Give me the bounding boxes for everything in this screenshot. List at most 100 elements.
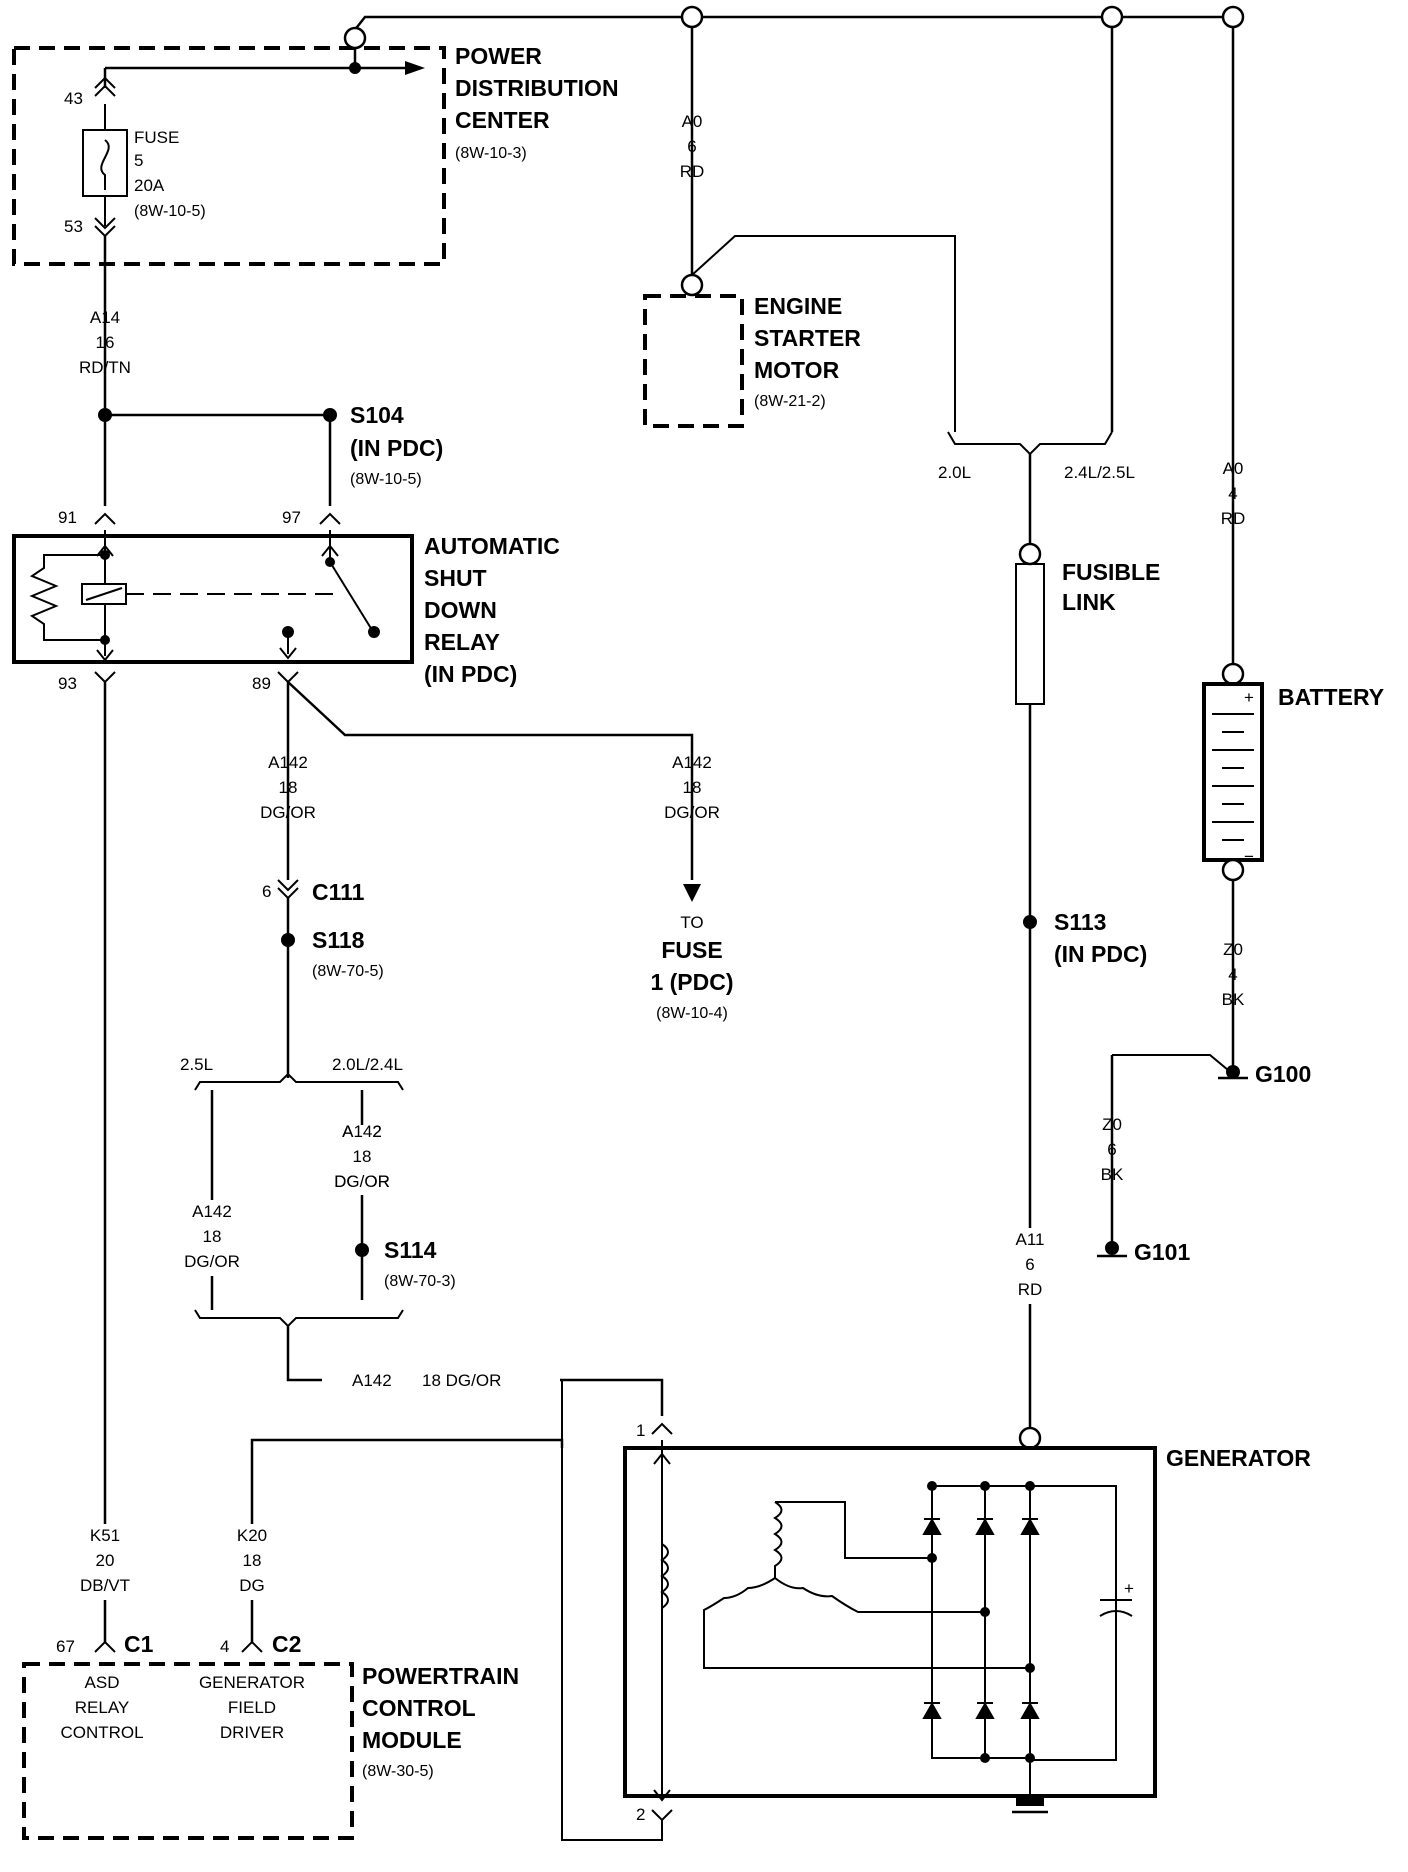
powertrain-control-module: 67 C1 4 C2 ASD RELAY CONTROL GENERATOR F…	[22, 1631, 519, 1840]
battery-label: BATTERY	[1278, 684, 1384, 710]
svg-text:SHUT: SHUT	[424, 565, 487, 591]
svg-text:20A: 20A	[134, 176, 165, 195]
fusible-link	[1015, 563, 1045, 705]
svg-text:89: 89	[252, 674, 271, 693]
svg-text:93: 93	[58, 674, 77, 693]
s104-label: S104	[350, 402, 404, 428]
svg-text:18: 18	[279, 778, 298, 797]
asd-relay-title: AUTOMATIC	[424, 533, 560, 559]
svg-text:DRIVER: DRIVER	[220, 1723, 284, 1742]
svg-text:97: 97	[282, 508, 301, 527]
c2-pin: 4	[220, 1637, 229, 1656]
svg-text:18: 18	[683, 778, 702, 797]
svg-text:1: 1	[636, 1421, 645, 1440]
svg-text:+: +	[1244, 688, 1254, 707]
svg-text:18 DG/OR: 18 DG/OR	[422, 1371, 501, 1390]
svg-text:A142: A142	[268, 753, 308, 772]
g100-label: G100	[1255, 1061, 1311, 1087]
starter-title: ENGINE	[754, 293, 842, 319]
battery-cells	[1212, 713, 1254, 841]
svg-text:DG/OR: DG/OR	[184, 1252, 240, 1271]
pdc-title: POWER	[455, 43, 542, 69]
svg-text:(8W-21-2): (8W-21-2)	[754, 393, 826, 410]
c111-s118: 6 C111 S118 (8W-70-5) 2.5L 2.0L/2.4L A14…	[180, 879, 664, 1416]
wire-a142-output: A142 18 DG/OR A142 18 DG/OR TO FUSE 1 (P…	[260, 681, 734, 1022]
svg-text:LINK: LINK	[1062, 589, 1116, 615]
svg-text:(8W-70-5): (8W-70-5)	[312, 963, 384, 980]
svg-text:5: 5	[134, 151, 143, 170]
battery: A0 4 RD + − BATTERY Z0 4 BK	[1202, 27, 1384, 1070]
c2-label: C2	[272, 1631, 301, 1657]
svg-text:2.0L: 2.0L	[938, 463, 971, 482]
svg-text:(IN PDC): (IN PDC)	[424, 661, 517, 687]
svg-text:2.5L: 2.5L	[180, 1055, 213, 1074]
svg-text:ASD: ASD	[85, 1673, 120, 1692]
svg-text:DG/OR: DG/OR	[334, 1172, 390, 1191]
svg-text:MOTOR: MOTOR	[754, 357, 840, 383]
to-fuse-label: FUSE	[661, 937, 722, 963]
s114-label: S114	[384, 1237, 437, 1263]
svg-text:1 (PDC): 1 (PDC)	[650, 969, 733, 995]
svg-text:FIELD: FIELD	[228, 1698, 276, 1717]
svg-text:(8W-10-5): (8W-10-5)	[134, 203, 206, 220]
svg-text:DG/OR: DG/OR	[664, 803, 720, 822]
svg-text:RELAY: RELAY	[75, 1698, 130, 1717]
engine-starter-motor: A0 6 RD ENGINE STARTER MOTOR (8W-21-2)	[643, 27, 956, 432]
svg-text:DG/OR: DG/OR	[260, 803, 316, 822]
svg-text:MODULE: MODULE	[362, 1727, 462, 1753]
s113-label: S113	[1054, 909, 1106, 935]
svg-text:A14: A14	[90, 308, 120, 327]
fusible-link-label: FUSIBLE	[1062, 559, 1160, 585]
grounds: G100 Z0 6 BK G101	[1097, 1054, 1311, 1265]
svg-text:A142: A142	[192, 1202, 232, 1221]
wire-a14: A14 16 RD/TN S104 (IN PDC) (8W-10-5)	[79, 236, 443, 506]
svg-text:GENERATOR: GENERATOR	[199, 1673, 305, 1692]
svg-text:20: 20	[96, 1551, 115, 1570]
svg-text:(8W-10-4): (8W-10-4)	[656, 1005, 728, 1022]
svg-text:A0: A0	[1223, 459, 1244, 478]
svg-text:TO: TO	[680, 913, 703, 932]
asd-relay: 91 97 93 89 AUTOMATIC SHUT DOWN RELAY (I…	[12, 508, 560, 693]
c1-label: C1	[124, 1631, 154, 1657]
svg-text:18: 18	[353, 1147, 372, 1166]
svg-text:+: +	[1124, 1579, 1134, 1598]
svg-text:A11: A11	[1016, 1230, 1045, 1249]
svg-text:−: −	[1244, 847, 1254, 866]
svg-text:A142: A142	[342, 1122, 382, 1141]
svg-text:DG: DG	[239, 1576, 265, 1595]
svg-text:DOWN: DOWN	[424, 597, 497, 623]
svg-text:STARTER: STARTER	[754, 325, 861, 351]
svg-text:(8W-70-3): (8W-70-3)	[384, 1273, 456, 1290]
svg-text:K51: K51	[90, 1526, 120, 1545]
battery-feed-bus	[349, 5, 1245, 37]
power-distribution-center: 43 53 FUSE 5 20A (8W-10-5) POWER DISTRIB…	[12, 26, 619, 266]
pcm-title: POWERTRAIN	[362, 1663, 519, 1689]
svg-text:6: 6	[262, 882, 271, 901]
svg-text:Z0: Z0	[1223, 940, 1243, 959]
svg-text:CONTROL: CONTROL	[362, 1695, 476, 1721]
svg-text:6: 6	[1025, 1255, 1034, 1274]
svg-text:DISTRIBUTION: DISTRIBUTION	[455, 75, 619, 101]
svg-text:91: 91	[58, 508, 77, 527]
svg-text:(8W-10-5): (8W-10-5)	[350, 471, 422, 488]
c111-label: C111	[312, 879, 365, 905]
svg-text:2.4L/2.5L: 2.4L/2.5L	[1064, 463, 1135, 482]
arrow-head	[405, 61, 425, 75]
svg-text:RD: RD	[1221, 509, 1246, 528]
pdc-pin-43: 43	[64, 89, 83, 108]
generator: 1 GENERATOR 2	[561, 1380, 1311, 1841]
fusible-link-circuit: 2.0L 2.4L/2.5L FUSIBLE LINK S113 (IN PDC…	[938, 27, 1160, 1450]
svg-text:Z0: Z0	[1102, 1115, 1122, 1134]
svg-text:(8W-30-5): (8W-30-5)	[362, 1763, 434, 1780]
fuse-label: FUSE	[134, 128, 179, 147]
svg-text:RD: RD	[680, 162, 705, 181]
svg-text:CONTROL: CONTROL	[60, 1723, 143, 1742]
svg-text:RELAY: RELAY	[424, 629, 500, 655]
svg-text:4: 4	[1228, 965, 1237, 984]
to-fuse-arrow	[683, 884, 701, 902]
svg-text:2: 2	[636, 1805, 645, 1824]
svg-text:16: 16	[96, 333, 115, 352]
g101-label: G101	[1134, 1239, 1190, 1265]
rectifier-bridge: +	[922, 1481, 1134, 1800]
